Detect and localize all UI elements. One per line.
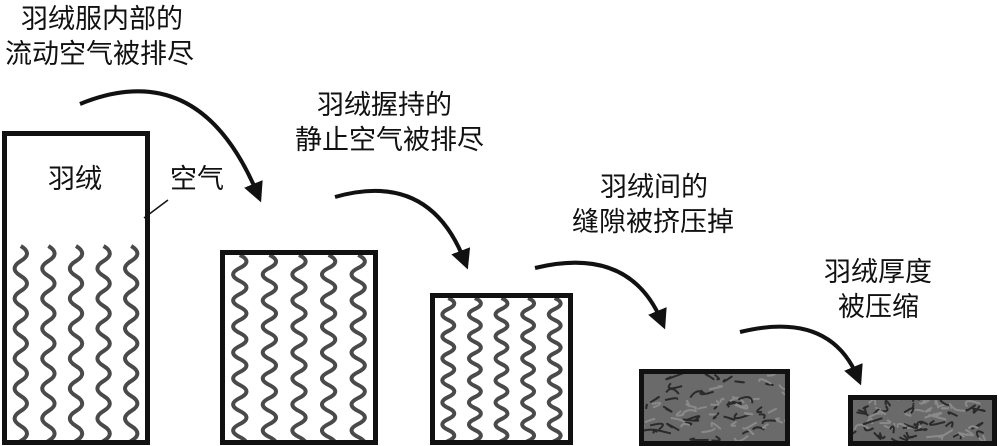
arrow-stage-4-to-5 xyxy=(740,327,858,378)
arrow-stage-2-to-3 xyxy=(335,191,465,262)
arrow-stage-1-to-2 xyxy=(80,91,258,195)
air-leader-line xyxy=(144,200,168,218)
arrow-stage-3-to-4 xyxy=(535,263,662,322)
